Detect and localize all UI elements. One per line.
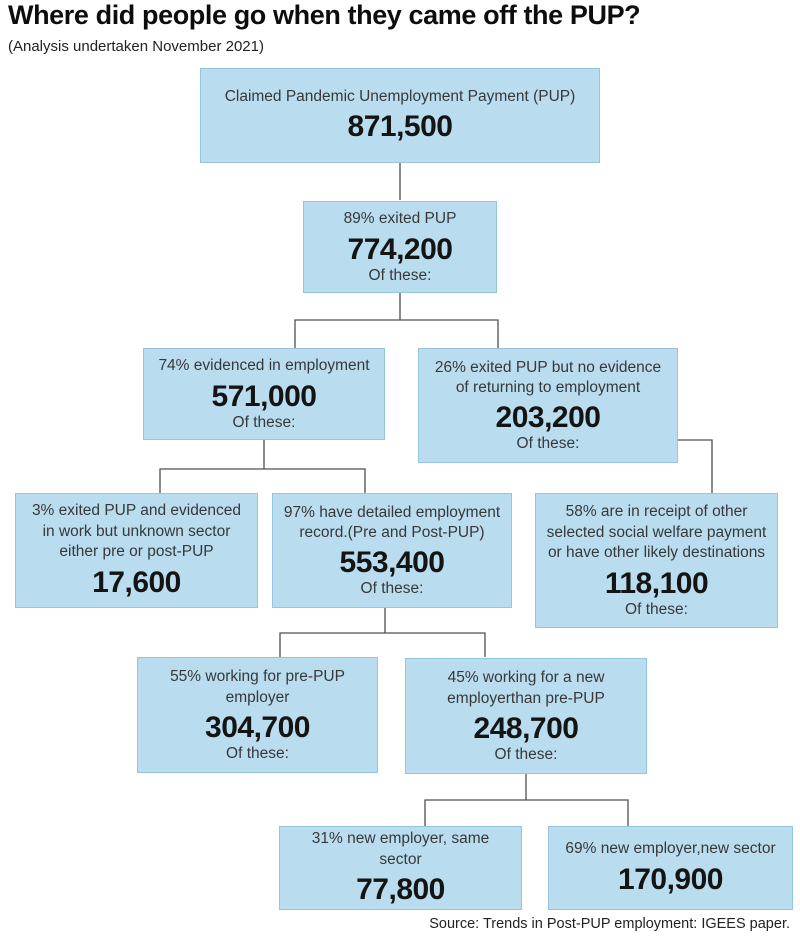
node-ofthese: Of these: <box>625 600 688 618</box>
node-label: Claimed Pandemic Unemployment Payment (P… <box>224 87 576 105</box>
node-label: 69% new employer,new sector <box>565 840 776 858</box>
node-value: 248,700 <box>473 711 579 745</box>
node-label: 3% exited PUP and evidenced in work but … <box>31 502 242 561</box>
connector-employment-split <box>159 440 366 493</box>
node-label: 97% have detailed employment record.(Pre… <box>283 503 501 541</box>
node-pre-pup-employer: 55% working for pre-PUP employer 304,700… <box>137 657 378 773</box>
node-ofthese: Of these: <box>368 266 432 284</box>
node-no-evidence-employment: 26% exited PUP but no evidence of return… <box>418 348 678 463</box>
node-unknown-sector: 3% exited PUP and evidenced in work but … <box>15 493 258 608</box>
node-new-employer: 45% working for a new employerthan pre-P… <box>405 658 647 774</box>
connector-record-split <box>279 608 486 657</box>
node-exited-pup: 89% exited PUP 774,200 Of these: <box>303 201 497 293</box>
node-value: 871,500 <box>347 110 453 144</box>
node-label: 55% working for pre-PUP employer <box>170 668 345 706</box>
node-ofthese: Of these: <box>226 744 289 762</box>
node-new-employer-same-sector: 31% new employer, same sector 77,800 <box>279 826 522 910</box>
node-claimed-pup: Claimed Pandemic Unemployment Payment (P… <box>200 68 600 163</box>
node-detailed-record: 97% have detailed employment record.(Pre… <box>272 493 512 608</box>
node-label: 45% working for a new employerthan pre-P… <box>447 669 605 707</box>
node-label: 58% are in receipt of other selected soc… <box>546 503 767 562</box>
node-other-welfare: 58% are in receipt of other selected soc… <box>535 493 778 628</box>
node-value: 571,000 <box>211 379 317 413</box>
node-label: 74% evidenced in employment <box>158 357 370 375</box>
node-evidenced-employment: 74% evidenced in employment 571,000 Of t… <box>143 348 385 440</box>
node-value: 304,700 <box>205 710 310 744</box>
node-ofthese: Of these: <box>232 413 296 431</box>
source-citation: Source: Trends in Post-PUP employment: I… <box>429 916 790 932</box>
node-label: 89% exited PUP <box>343 210 457 228</box>
connector-exited-split <box>294 293 499 348</box>
connector-newemployer-split <box>424 774 629 826</box>
page-subtitle: (Analysis undertaken November 2021) <box>8 38 264 55</box>
node-new-employer-new-sector: 69% new employer,new sector 170,900 <box>548 826 793 910</box>
node-label: 31% new employer, same sector <box>311 830 490 868</box>
node-value: 774,200 <box>347 232 453 266</box>
node-ofthese: Of these: <box>516 435 580 453</box>
node-value: 170,900 <box>618 862 723 896</box>
node-value: 17,600 <box>92 565 181 599</box>
node-value: 77,800 <box>356 872 445 906</box>
node-value: 118,100 <box>604 566 709 600</box>
node-value: 203,200 <box>495 401 601 435</box>
node-ofthese: Of these: <box>494 745 558 763</box>
node-ofthese: Of these: <box>360 580 424 598</box>
node-label: 26% exited PUP but no evidence of return… <box>434 358 662 396</box>
connector-noevidence-to-welfare <box>678 439 713 493</box>
page-title: Where did people go when they came off t… <box>8 0 641 30</box>
node-value: 553,400 <box>339 546 445 580</box>
